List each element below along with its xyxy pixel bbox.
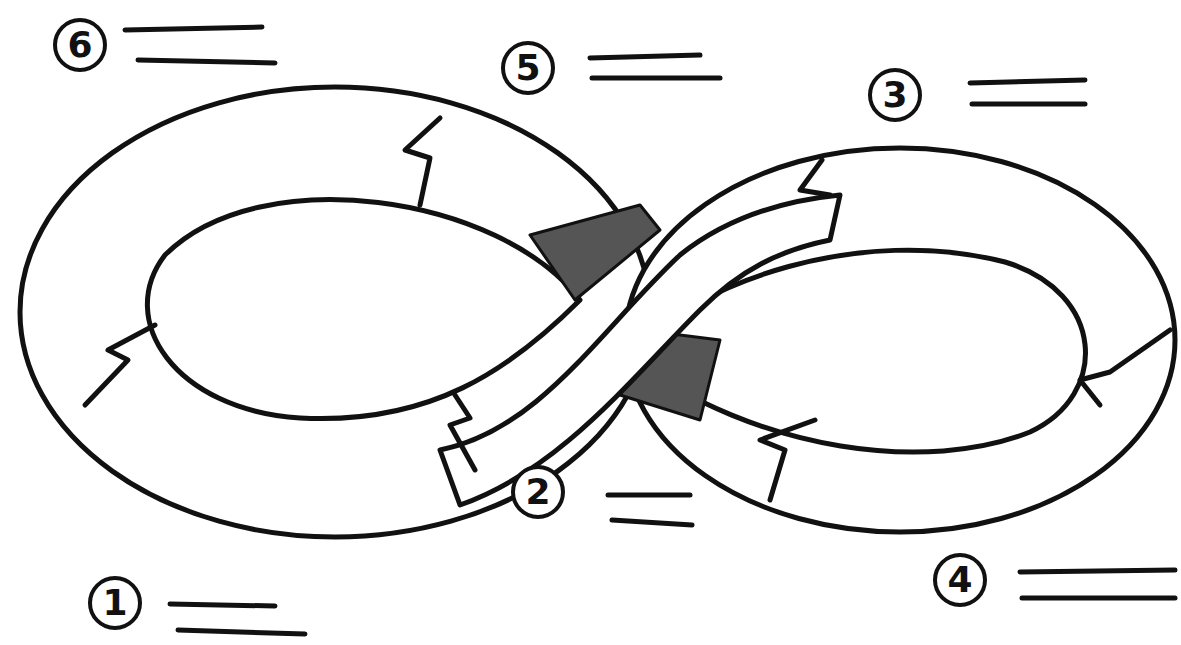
arrow-notch bbox=[760, 420, 815, 500]
callout-number-text: 2 bbox=[510, 464, 566, 520]
callout-number-text: 3 bbox=[867, 67, 923, 123]
crossing-band bbox=[440, 195, 840, 505]
arrow-notch bbox=[450, 395, 475, 470]
callout-number-text: 4 bbox=[932, 552, 988, 608]
callout-number: 1 bbox=[87, 575, 143, 631]
callout-number: 2 bbox=[510, 464, 566, 520]
left-loop-outer bbox=[20, 87, 650, 537]
shadow-left bbox=[530, 205, 660, 300]
callout-number: 4 bbox=[932, 552, 988, 608]
callout-number: 5 bbox=[500, 40, 556, 96]
text-placeholder-lines bbox=[125, 27, 1175, 634]
callout-number-text: 5 bbox=[500, 40, 556, 96]
arrow-notch bbox=[800, 160, 830, 195]
callout-number: 6 bbox=[52, 17, 108, 73]
arrow-notch bbox=[405, 118, 440, 205]
callout-number-text: 6 bbox=[52, 17, 108, 73]
arrow-notch bbox=[85, 325, 155, 405]
left-loop-inner bbox=[147, 200, 580, 419]
arrow-notch bbox=[1080, 330, 1170, 405]
callout-number: 3 bbox=[867, 67, 923, 123]
callout-number-text: 1 bbox=[87, 575, 143, 631]
